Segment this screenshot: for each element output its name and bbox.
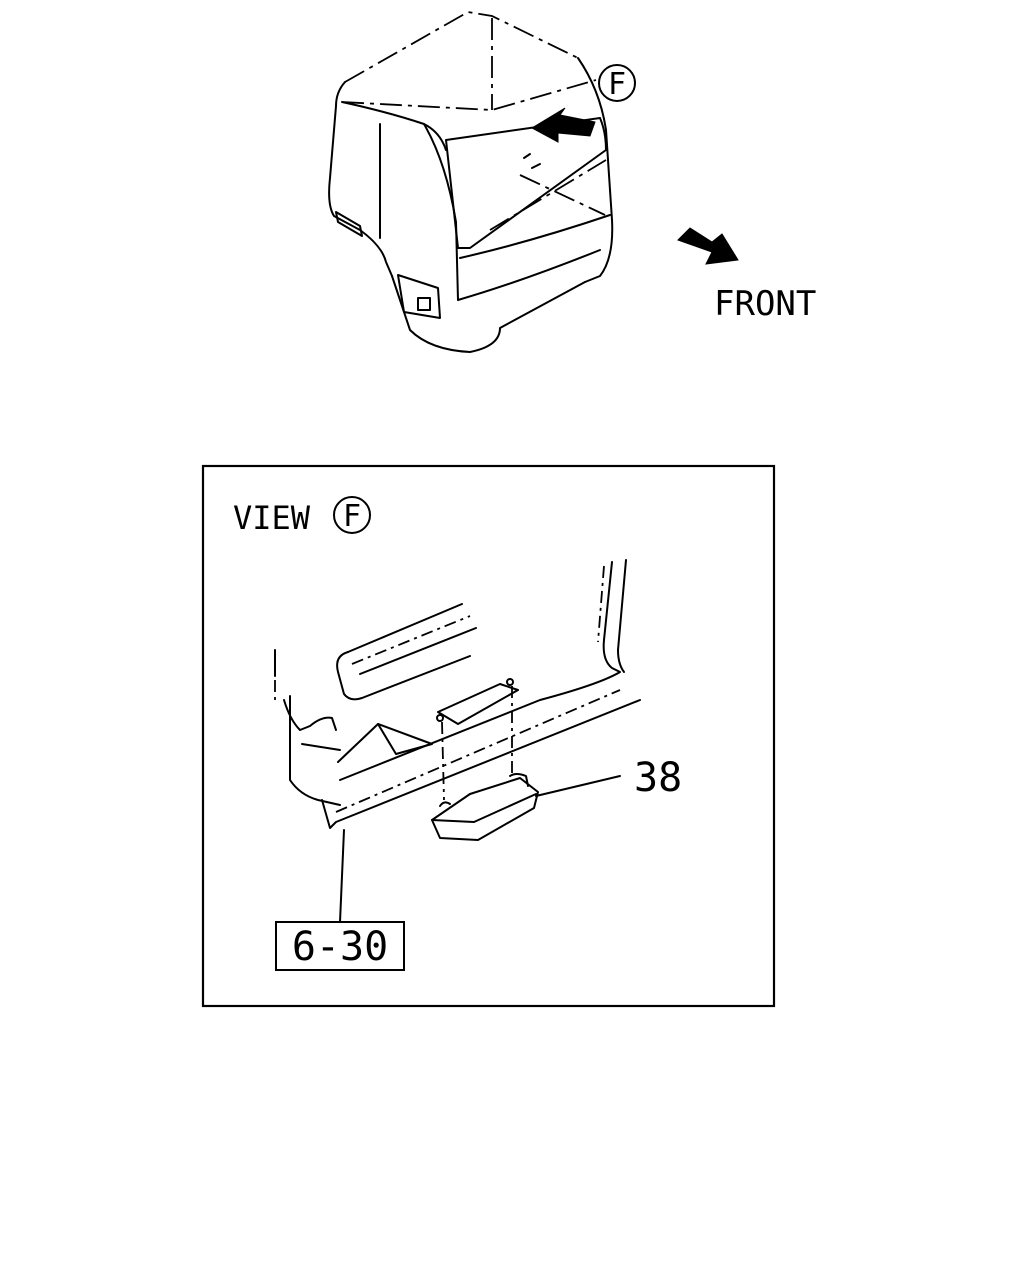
callout-6-30-box [275,921,405,971]
front-direction-arrow [677,227,739,265]
detail-view-panel: VIEW F [201,464,776,1008]
vehicle-overview: F FRONT [328,11,816,353]
callout-38-leader [535,775,621,797]
callout-6-30-leader [339,829,345,923]
callout-6-30: 6-30 [292,924,388,970]
detail-view-frame [201,464,776,1008]
view-marker-letter: F [608,67,626,102]
detail-view-marker-letter: F [343,499,361,534]
front-label: FRONT [714,284,816,324]
header-panel-drawing [274,559,641,841]
detail-view-marker-circle: F [333,496,371,534]
callout-38: 38 [634,755,682,801]
view-arrow [530,107,596,143]
detail-view-label: VIEW [233,499,311,537]
view-marker-circle: F [598,64,636,102]
